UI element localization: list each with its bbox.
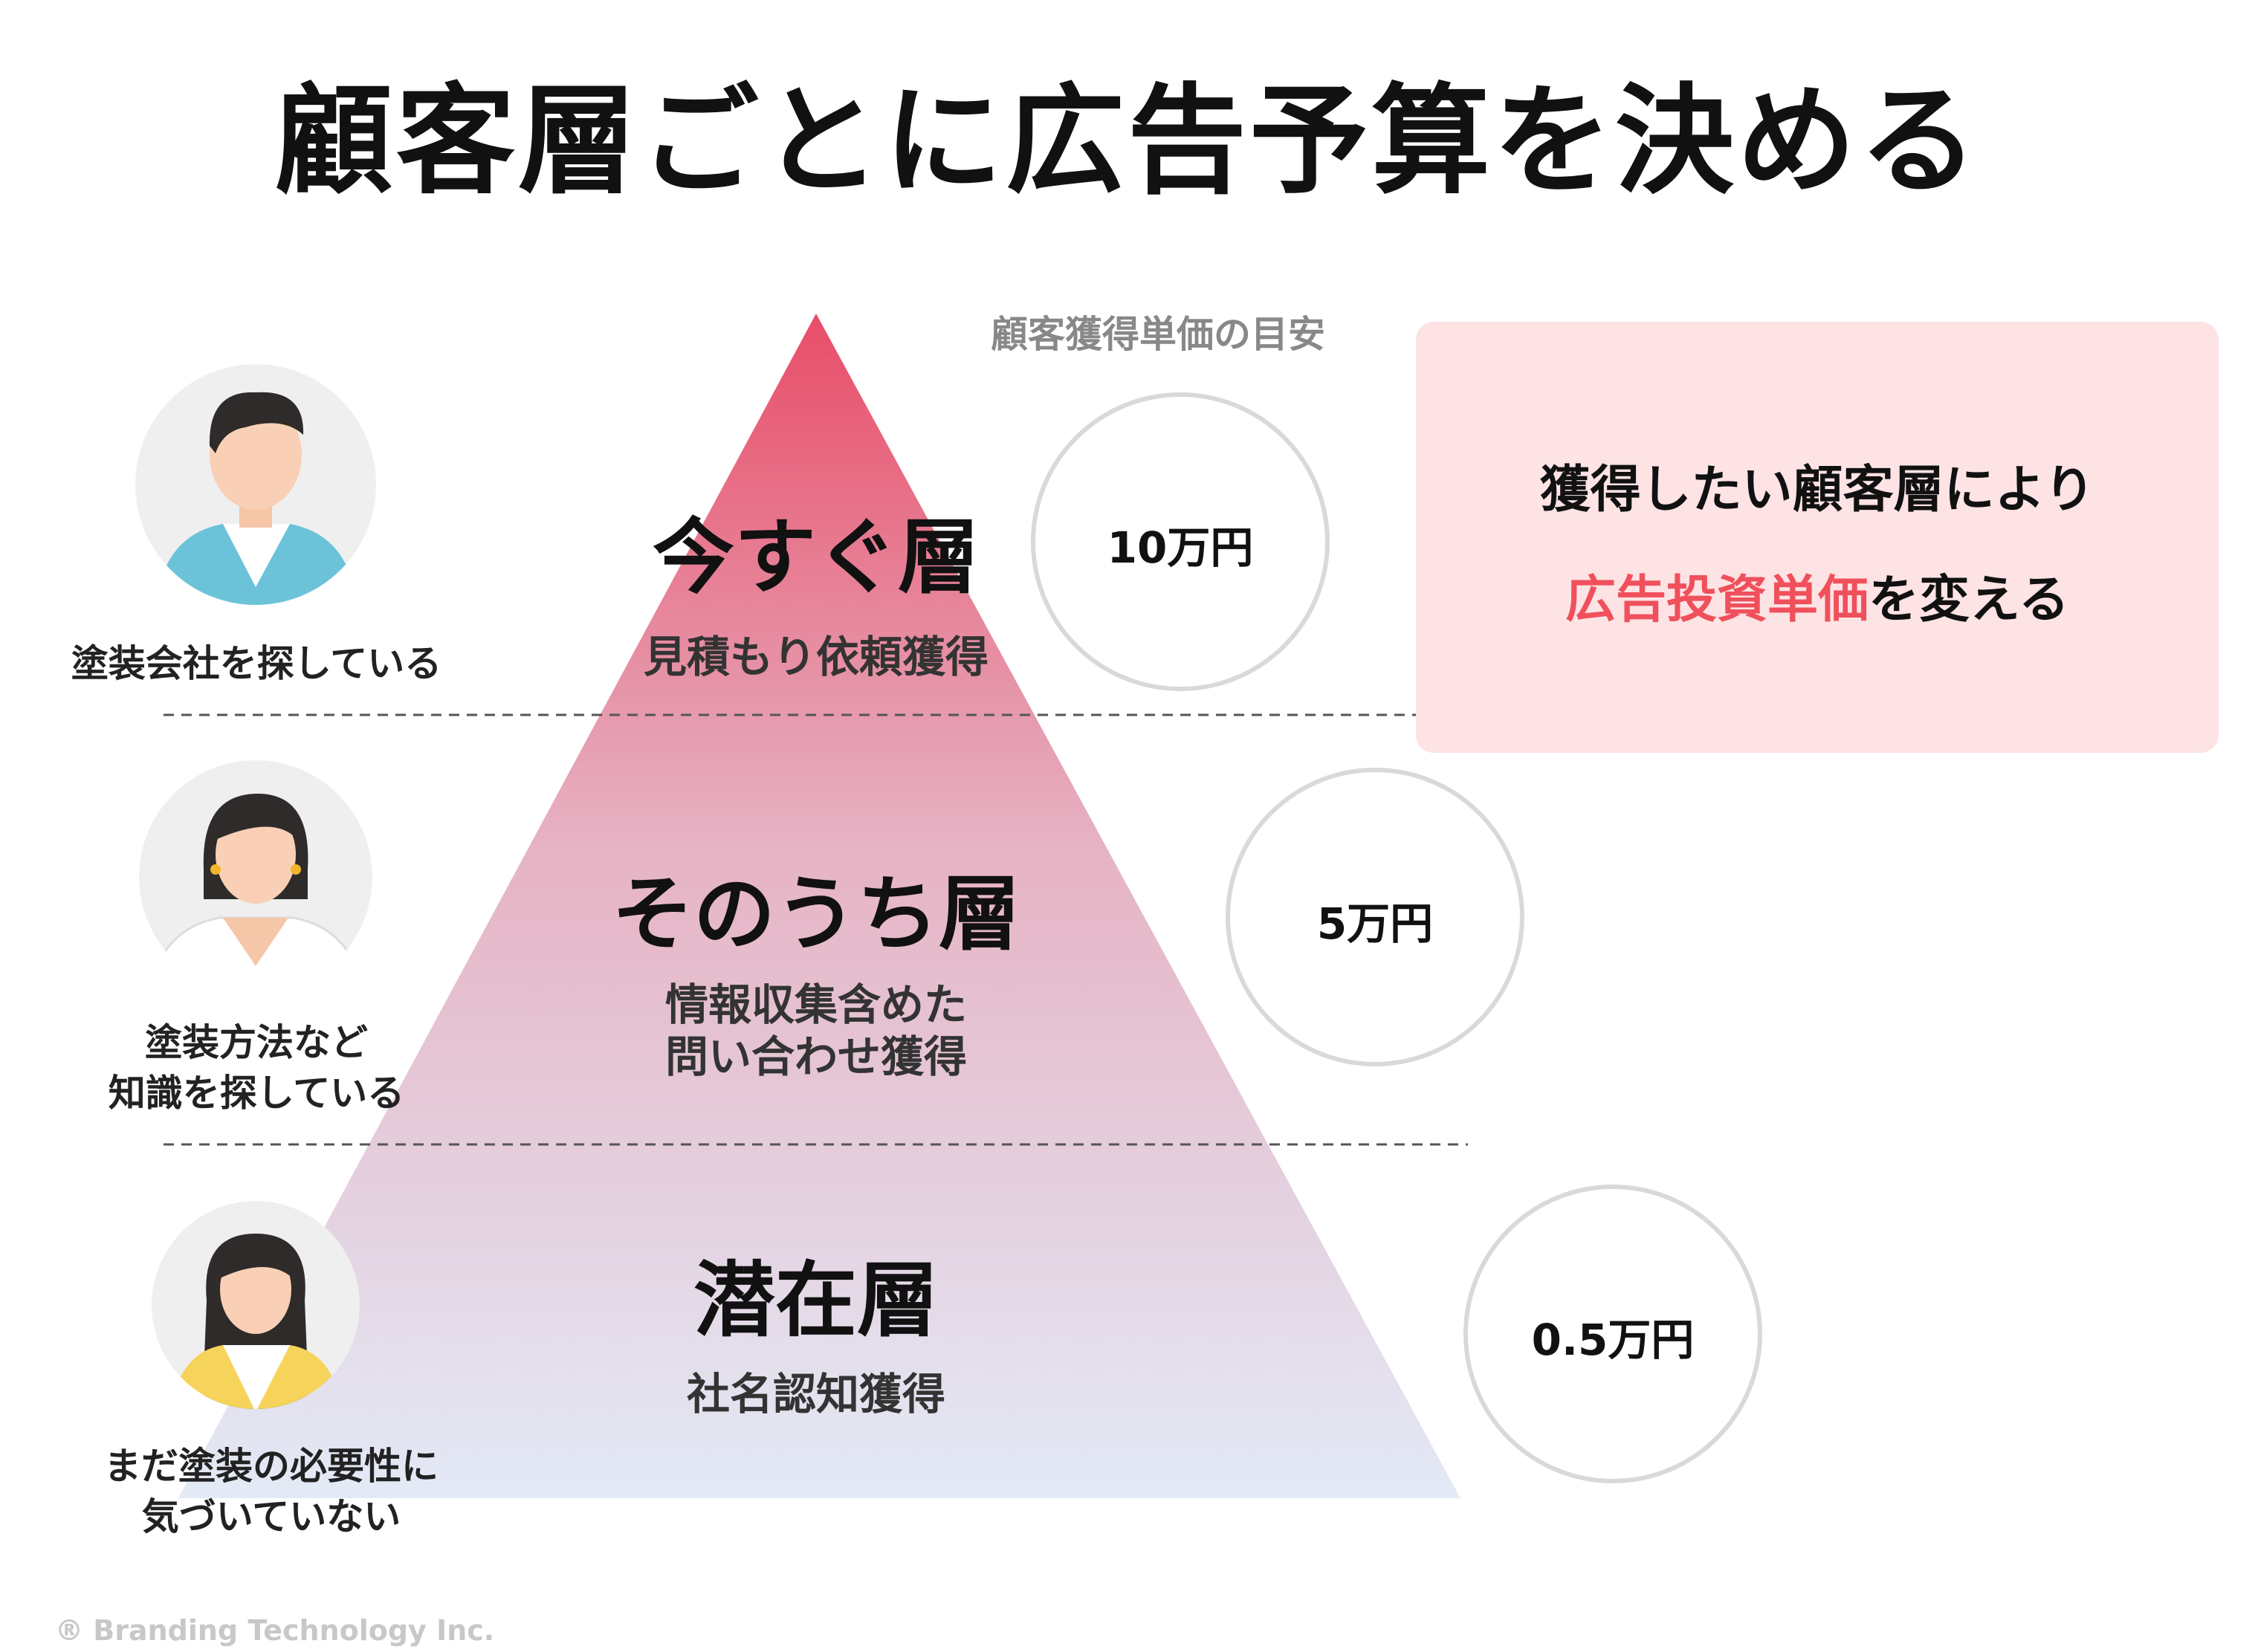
persona-label-latent: まだ塗装の必要性に 気づいていない bbox=[104, 1445, 439, 1538]
page-title: 顧客層ごとに広告予算を決める bbox=[274, 71, 1981, 210]
persona-avatar-woman-1 bbox=[139, 760, 372, 994]
callout-highlight: 広告投資単価 bbox=[1565, 571, 1869, 629]
callout-line-1: 獲得したい顧客層により bbox=[1539, 461, 2095, 519]
cost-value-immediate: 10万円 bbox=[1107, 522, 1254, 573]
cost-circle-3 bbox=[1463, 1185, 1762, 1483]
persona-label-immediate: 塗装会社を探している bbox=[71, 642, 442, 685]
cost-header: 顧客獲得単価の目安 bbox=[991, 313, 1325, 356]
cost-value-eventual: 5万円 bbox=[1316, 898, 1434, 949]
tier-name-immediate: 今すぐ層 bbox=[653, 510, 980, 605]
tier-name-latent: 潜在層 bbox=[693, 1253, 939, 1348]
callout-rest: を変える bbox=[1869, 571, 2069, 629]
persona-avatar-woman-2 bbox=[152, 1201, 360, 1409]
tier-goal-latent: 社名認知獲得 bbox=[686, 1369, 945, 1419]
callout-line-2: 広告投資単価を変える bbox=[1416, 558, 2219, 632]
pyramid bbox=[178, 314, 1460, 1498]
persona-avatar-man bbox=[135, 364, 376, 605]
cost-circle-1 bbox=[1031, 392, 1330, 691]
callout-box: 獲得したい顧客層により 広告投資単価を変える bbox=[1416, 322, 2219, 753]
tier-goal-immediate: 見積もり依頼獲得 bbox=[643, 632, 989, 682]
persona-label-eventual: 塗装方法など 知識を探している bbox=[108, 1021, 405, 1115]
copyright-credit: ® Branding Technology Inc. bbox=[55, 1614, 495, 1647]
tier-goal-eventual: 情報収集含めた 問い合わせ獲得 bbox=[664, 979, 967, 1082]
tier-name-eventual: そのうち層 bbox=[612, 867, 1020, 962]
cost-circle-2 bbox=[1226, 768, 1524, 1066]
cost-value-latent: 0.5万円 bbox=[1531, 1315, 1695, 1365]
